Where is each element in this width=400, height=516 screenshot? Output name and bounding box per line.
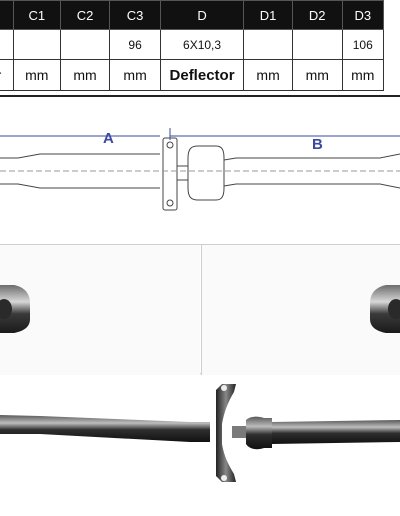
left-end-fitting-image: [0, 285, 30, 333]
left-spline-end: [0, 299, 12, 319]
shaft-outline-left: [0, 153, 160, 189]
right-end-fitting-image: [370, 285, 400, 333]
unit-cell-d: Deflector: [159, 59, 245, 91]
shaft-drawing-svg: [0, 128, 400, 211]
left-end-photo: [0, 245, 200, 375]
unit-cell-d1: mm: [243, 59, 293, 91]
unit-cell-c1: mm: [12, 59, 61, 91]
rear-shaft-tube: [272, 420, 400, 444]
value-cell-c1: [12, 29, 61, 60]
center-bearing: [232, 426, 246, 438]
table-header-row: C1 C2 C3 D D1 D2 D3: [0, 0, 385, 30]
cv-joint-housing: [187, 145, 225, 201]
shaft-technical-drawing: A B: [0, 118, 400, 228]
unit-cell-c3: mm: [109, 59, 161, 91]
center-bearing-flange: [162, 137, 178, 211]
header-cell-d1: D1: [243, 0, 293, 30]
header-cell: [0, 0, 14, 30]
header-cell-c3: C3: [109, 0, 161, 30]
dimension-label-a: A: [103, 130, 114, 147]
front-shaft-tube: [0, 415, 210, 442]
flange-bolt-hole-top: [166, 141, 174, 149]
section-divider: [0, 95, 400, 97]
header-cell-c1: C1: [12, 0, 61, 30]
bearing-collar: [177, 165, 189, 181]
value-cell-d3: 106: [341, 29, 385, 60]
table-row-values: 96 6X10,3 106: [0, 29, 385, 60]
unit-cell-d2: mm: [291, 59, 343, 91]
value-cell: [0, 29, 14, 60]
value-cell-c3: 96: [109, 29, 161, 60]
cv-joint: [246, 416, 272, 450]
header-cell-d2: D2: [291, 0, 343, 30]
right-end-photo: [202, 245, 400, 375]
value-cell-d2: [291, 29, 343, 60]
value-cell-d1: [243, 29, 293, 60]
right-spline-end: [388, 299, 400, 319]
unit-cell: r: [0, 59, 14, 91]
value-cell-d: 6X10,3: [159, 29, 245, 60]
center-support-bracket: [216, 384, 236, 482]
left-end-fitting: [0, 285, 30, 333]
propshaft-product-photo: [0, 378, 400, 516]
header-cell-d3: D3: [341, 0, 385, 30]
flange-bolt-hole-bottom: [166, 199, 174, 207]
unit-cell-c2: mm: [59, 59, 111, 91]
end-fitting-photos: [0, 244, 400, 375]
propshaft-image: [0, 384, 400, 482]
bracket-bolt-bottom: [221, 475, 227, 481]
shaft-outline-right: [223, 153, 400, 189]
spec-table: C1 C2 C3 D D1 D2 D3 96 6X10,3 106 r mm m…: [0, 0, 385, 91]
dimension-label-b: B: [312, 136, 323, 153]
header-cell-d: D: [159, 0, 245, 30]
photo-divider: [201, 245, 202, 375]
right-end-fitting: [370, 285, 400, 333]
unit-cell-d3: mm: [341, 59, 385, 91]
table-row-units: r mm mm mm Deflector mm mm mm: [0, 59, 385, 91]
header-cell-c2: C2: [59, 0, 111, 30]
bracket-bolt-top: [221, 385, 227, 391]
value-cell-c2: [59, 29, 111, 60]
